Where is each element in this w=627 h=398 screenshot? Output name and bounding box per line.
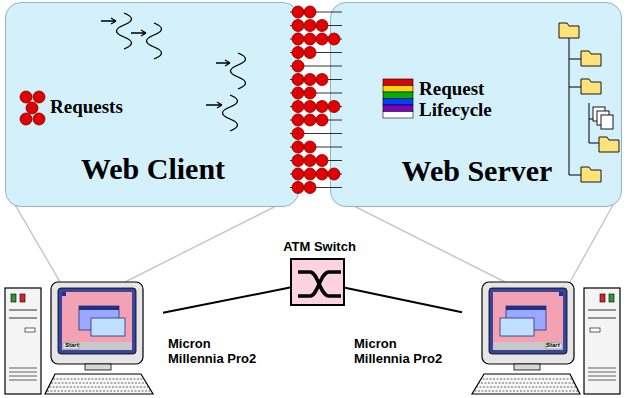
request-dot bbox=[304, 101, 316, 113]
request-dot bbox=[292, 141, 304, 153]
request-dot bbox=[292, 101, 304, 113]
server-panel: Request LifecycleWeb Server bbox=[330, 2, 622, 207]
request-dot bbox=[304, 33, 316, 45]
request-dot bbox=[292, 60, 304, 72]
computer: Micron Millennia Pro2Start bbox=[3, 276, 163, 396]
node-text: Web Client bbox=[6, 153, 300, 185]
request-dot bbox=[292, 6, 304, 18]
request-dot bbox=[304, 141, 316, 153]
request-dot bbox=[316, 20, 328, 32]
request-dot bbox=[328, 101, 340, 113]
node-text: Request Lifecycle bbox=[419, 78, 537, 120]
request-dot bbox=[292, 182, 304, 194]
request-dot bbox=[304, 87, 316, 99]
request-dot bbox=[304, 168, 316, 180]
node-text: Requests bbox=[50, 96, 123, 117]
request-dot bbox=[292, 87, 304, 99]
request-dot bbox=[292, 168, 304, 180]
client-panel: RequestsWeb Client bbox=[5, 2, 299, 207]
request-dot bbox=[304, 114, 316, 126]
request-dot bbox=[292, 114, 304, 126]
node-text: Web Server bbox=[331, 155, 623, 187]
request-dot bbox=[304, 47, 316, 59]
switch-symbol bbox=[292, 260, 347, 308]
request-dot bbox=[316, 155, 328, 167]
request-dot bbox=[304, 20, 316, 32]
node-text: Micron Millennia Pro2 bbox=[168, 336, 268, 366]
request-dot bbox=[328, 168, 340, 180]
request-dot bbox=[292, 33, 304, 45]
request-dot bbox=[304, 182, 316, 194]
request-dot bbox=[316, 168, 328, 180]
network-cable bbox=[163, 287, 290, 312]
callout-line bbox=[334, 196, 618, 282]
taskbar-label: Start bbox=[65, 342, 79, 349]
callout-line bbox=[10, 196, 296, 282]
request-dot bbox=[292, 47, 304, 59]
request-dot bbox=[292, 20, 304, 32]
computer-illustration bbox=[3, 276, 163, 396]
request-dot bbox=[292, 74, 304, 86]
request-dot bbox=[292, 155, 304, 167]
computer-illustration bbox=[462, 276, 622, 396]
request-dot bbox=[316, 74, 328, 86]
computer: Micron Millennia Pro2Start bbox=[462, 276, 622, 396]
node-text: ATM Switch bbox=[262, 239, 377, 254]
request-dot bbox=[292, 128, 304, 140]
atm-switch: ATM Switch bbox=[290, 258, 345, 306]
request-dot bbox=[316, 101, 328, 113]
request-dot bbox=[304, 6, 316, 18]
node-text: Micron Millennia Pro2 bbox=[354, 336, 454, 366]
request-dot bbox=[304, 155, 316, 167]
request-dot bbox=[316, 114, 328, 126]
request-dot bbox=[304, 74, 316, 86]
taskbar-label: Start bbox=[546, 342, 560, 349]
request-dot bbox=[316, 33, 328, 45]
network-cable bbox=[345, 288, 462, 312]
request-dot bbox=[328, 33, 340, 45]
